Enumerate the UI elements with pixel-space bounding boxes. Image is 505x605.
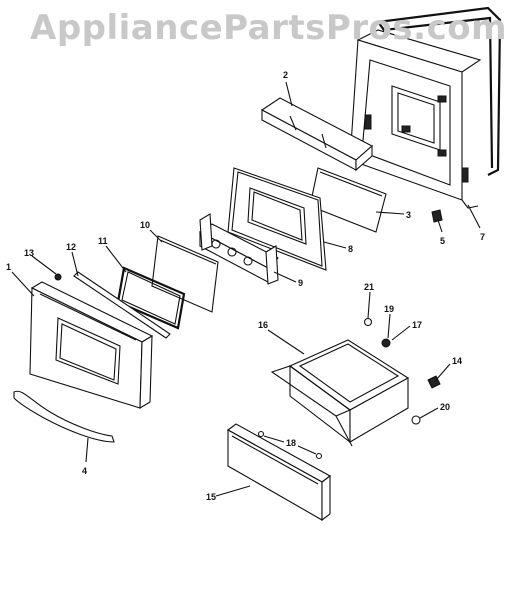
callout-11: 11 xyxy=(98,236,108,246)
callout-19: 19 xyxy=(384,304,394,314)
callout-13: 13 xyxy=(24,248,34,258)
part-20-glide xyxy=(411,415,421,425)
callout-21: 21 xyxy=(364,282,374,292)
callout-20: 20 xyxy=(440,402,450,412)
leader-lines xyxy=(11,81,481,497)
part-21-screw xyxy=(363,317,373,327)
callout-9: 9 xyxy=(298,278,303,288)
watermark: AppliancePartsPros.com xyxy=(30,8,505,48)
door-clip xyxy=(431,209,443,223)
door-liner xyxy=(227,167,327,271)
callout-17: 17 xyxy=(412,320,422,330)
inner-glass xyxy=(309,167,387,233)
door-glass xyxy=(151,235,219,313)
drawer-front-panel xyxy=(226,423,332,522)
callout-labels: 1 2 3 4 5 7 8 9 10 11 12 13 14 15 16 17 … xyxy=(6,70,485,502)
door-strip xyxy=(73,271,171,339)
callout-4: 4 xyxy=(82,466,87,476)
callout-14: 14 xyxy=(452,356,462,366)
outer-door-panel xyxy=(29,281,154,409)
callout-1: 1 xyxy=(6,262,11,272)
door-screw xyxy=(54,273,62,281)
storage-drawer xyxy=(270,339,410,447)
callout-16: 16 xyxy=(258,320,268,330)
callout-3: 3 xyxy=(406,210,411,220)
callout-7: 7 xyxy=(480,232,485,242)
callout-15: 15 xyxy=(206,492,216,502)
part-18-screw-b xyxy=(315,452,323,460)
callout-10: 10 xyxy=(140,220,150,230)
insulation-bracket xyxy=(198,213,279,285)
callout-8: 8 xyxy=(348,244,353,254)
part-19-nut xyxy=(381,338,391,348)
door-top-trim xyxy=(260,97,373,172)
callout-2: 2 xyxy=(283,70,288,80)
oven-door-frame xyxy=(349,6,502,209)
glass-frame xyxy=(116,266,186,330)
part-18-screw-a xyxy=(257,430,265,438)
callout-12: 12 xyxy=(66,242,76,252)
callout-5: 5 xyxy=(440,236,445,246)
door-handle xyxy=(13,390,115,443)
callout-18: 18 xyxy=(286,438,296,448)
